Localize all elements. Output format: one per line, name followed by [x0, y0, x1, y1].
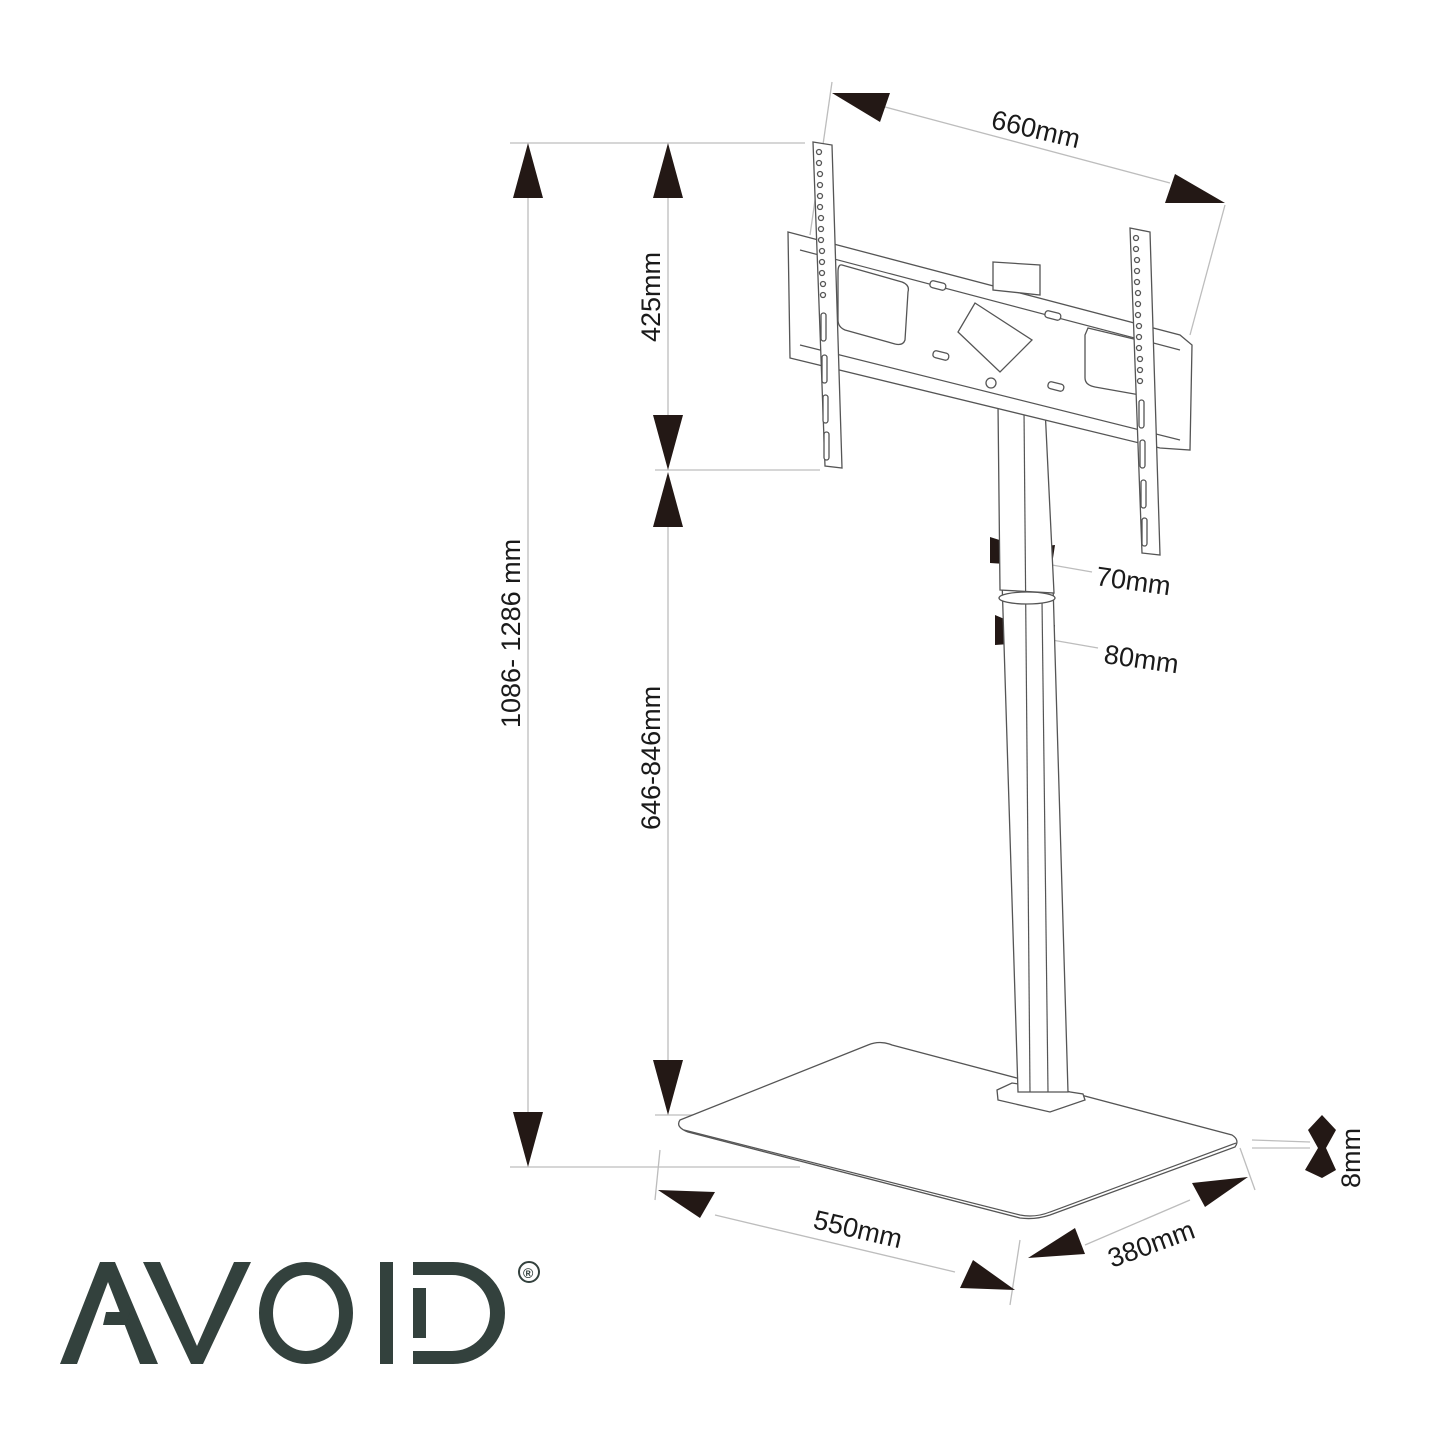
bracket-holes-left — [815, 148, 830, 461]
dim-bracket-height: 425mm — [636, 252, 666, 342]
logo-letter-i — [380, 1262, 393, 1364]
arrow-left-icon — [1028, 1228, 1085, 1258]
logo-letter-o — [259, 1262, 353, 1364]
dim-base-length: 550mm — [811, 1205, 905, 1254]
arrow-down-icon — [653, 415, 683, 470]
arrow-down-icon — [653, 1060, 683, 1115]
arrow-up-icon — [653, 143, 683, 198]
dim-upper-pole-width: 70mm — [1094, 561, 1172, 601]
arrow-up-icon — [653, 472, 683, 527]
dim-lower-pole-width: 80mm — [1102, 639, 1180, 679]
arrow-right-icon — [960, 1260, 1015, 1290]
dim-total-height: 1086- 1286 mm — [496, 539, 526, 728]
arrow-right-icon — [1165, 174, 1225, 203]
arrow-left-icon — [832, 93, 890, 122]
mount-bracket — [787, 141, 1193, 556]
trademark-symbol: ® — [523, 1265, 534, 1281]
dim-base-thickness: 8mm — [1336, 1128, 1366, 1188]
arrow-down-icon — [513, 1112, 543, 1167]
arrow-right-icon — [1192, 1177, 1248, 1207]
pole — [997, 404, 1069, 1093]
logo-letter-v — [143, 1262, 251, 1364]
bracket-holes-right — [1132, 234, 1148, 547]
logo-letter-a — [60, 1262, 158, 1364]
base-plate — [677, 1041, 1238, 1220]
dim-pole-height: 646-846mm — [636, 686, 666, 830]
logo-letter-d — [413, 1262, 505, 1364]
arrow-left-icon — [658, 1190, 715, 1218]
extension-lines — [510, 81, 1311, 1306]
brand-logo: ® — [60, 1261, 540, 1364]
arrow-up-icon — [513, 143, 543, 198]
dim-base-depth: 380mm — [1104, 1215, 1199, 1274]
thickness-marker-icon — [1305, 1115, 1336, 1178]
